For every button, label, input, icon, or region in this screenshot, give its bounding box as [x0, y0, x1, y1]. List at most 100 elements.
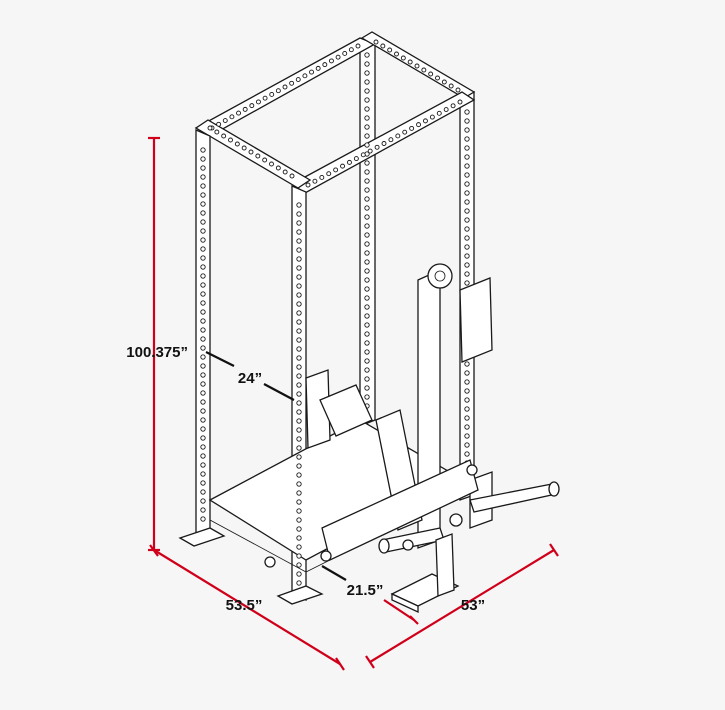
beam-hole	[441, 79, 447, 85]
beam-hole	[322, 62, 328, 68]
upright-hole	[296, 436, 302, 442]
upright-hole	[364, 331, 370, 337]
beam-hole	[249, 103, 255, 109]
upright-hole	[296, 256, 302, 262]
upright-hole	[200, 327, 206, 333]
upright-hole	[200, 282, 206, 288]
upright-hole	[464, 433, 470, 439]
upright-hole	[364, 304, 370, 310]
upright-hole	[200, 462, 206, 468]
beam-hole	[414, 63, 420, 69]
upright-hole	[364, 367, 370, 373]
upright-hole	[464, 199, 470, 205]
upright-hole	[364, 196, 370, 202]
beam-hole	[326, 171, 332, 177]
upright-hole	[464, 379, 470, 385]
upright-hole	[364, 88, 370, 94]
beam-hole	[402, 129, 408, 135]
beam-hole	[269, 92, 275, 97]
upright-hole	[200, 435, 206, 441]
upright-hole	[364, 358, 370, 364]
upright-hole	[364, 241, 370, 247]
rear-roller	[319, 384, 373, 437]
upright-hole	[296, 202, 302, 208]
upright-hole	[296, 391, 302, 397]
upright-hole	[364, 259, 370, 265]
upright-hole	[296, 454, 302, 460]
base-plate-left	[178, 527, 226, 547]
upright-hole	[364, 70, 370, 76]
upright-hole	[464, 262, 470, 268]
beam-hole	[248, 149, 254, 155]
beam-hole	[353, 156, 359, 162]
upright-hole	[464, 442, 470, 448]
upright-hole	[200, 489, 206, 495]
upright-hole	[296, 571, 302, 577]
upright-hole	[200, 201, 206, 207]
upright-hole	[464, 118, 470, 124]
upright-hole	[464, 235, 470, 241]
upright-hole	[464, 163, 470, 169]
upright-hole	[200, 399, 206, 405]
beam-hole	[312, 178, 318, 184]
upright-hole	[364, 340, 370, 346]
beam-hole	[395, 133, 401, 139]
upright-hole	[296, 562, 302, 568]
upright-hole	[364, 115, 370, 121]
footplate-label: 21.5”	[347, 582, 384, 599]
upright-hole	[364, 52, 370, 58]
beam-hole	[302, 73, 308, 79]
beam-hole	[309, 69, 314, 75]
upright-hole	[200, 156, 206, 162]
upright-hole	[296, 418, 302, 424]
upright-hole	[200, 372, 206, 378]
beam-hole	[367, 148, 373, 154]
upright-hole	[200, 192, 206, 198]
upright-hole	[364, 250, 370, 256]
beam-hole	[400, 55, 406, 61]
beam-hole	[236, 110, 241, 116]
dimension-depth: 53.5”	[149, 544, 345, 671]
beam-hole	[275, 165, 281, 171]
upright-hole	[200, 480, 206, 486]
beam-hole	[429, 114, 435, 120]
upright-hole	[200, 318, 206, 324]
upright-hole	[364, 178, 370, 184]
beam-hole	[295, 77, 301, 82]
upright-hole	[200, 219, 206, 225]
upright-hole	[364, 160, 370, 166]
beam-hole	[348, 47, 354, 53]
beam-hole	[409, 125, 415, 131]
upright-hole	[296, 283, 302, 289]
beam-hole	[388, 137, 394, 143]
beam-hole	[347, 159, 352, 165]
beam-hole	[380, 43, 386, 49]
upright-hole	[296, 220, 302, 226]
upright-hole	[296, 310, 302, 316]
beam-hole	[289, 80, 295, 86]
dimension-inner-width: 24”	[205, 351, 295, 401]
upright-hole	[200, 345, 206, 351]
upright-hole	[464, 451, 470, 457]
upright-hole	[200, 426, 206, 432]
base-plate-front	[276, 585, 324, 605]
upright-hole	[364, 286, 370, 292]
dimension-footplate: 21.5”	[321, 565, 419, 625]
upright-hole	[364, 322, 370, 328]
upright-hole	[296, 355, 302, 361]
upright-hole	[296, 472, 302, 478]
upright-hole	[200, 210, 206, 216]
upright-hole	[464, 226, 470, 232]
upright-hole	[364, 268, 370, 274]
upright-hole	[364, 79, 370, 85]
upright-hole	[296, 427, 302, 433]
beam-hole	[216, 121, 222, 127]
beam-hole	[333, 167, 339, 173]
upright-hole	[200, 228, 206, 234]
upright-hole	[200, 444, 206, 450]
upright-hole	[464, 370, 470, 376]
upright-hole	[464, 253, 470, 259]
upright-hole	[464, 109, 470, 115]
upright-hole	[200, 381, 206, 387]
